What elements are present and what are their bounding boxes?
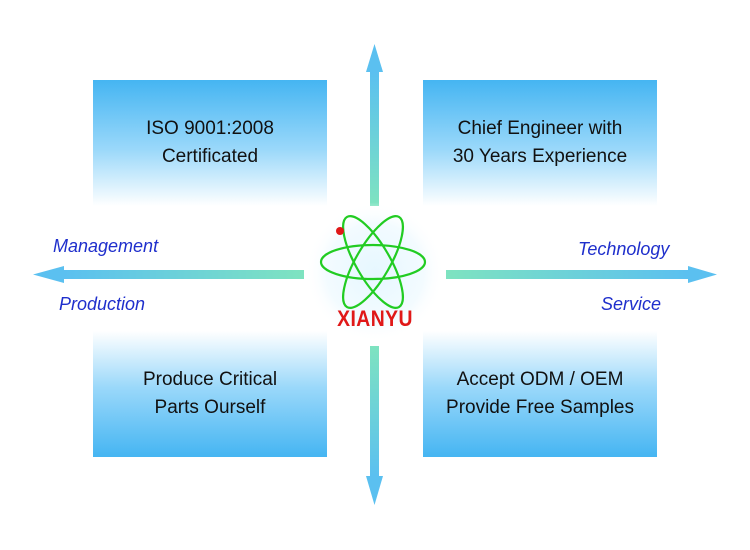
arrow-left [33,266,304,283]
label-production: Production [59,294,146,314]
box-produce-parts: Produce Critical Parts Ourself [93,331,327,457]
box-iso-certification: ISO 9001:2008 Certificated [93,80,327,206]
brand-logo-text: XIANYU [337,306,413,331]
arrow-up [366,44,383,206]
box-line-1: Accept ODM / OEM [456,369,624,390]
box-line-1: Chief Engineer with [457,118,623,139]
box-line-2: 30 Years Experience [452,146,628,167]
arrow-down [366,346,383,505]
arrow-right [446,266,717,283]
box-odm-oem: Accept ODM / OEM Provide Free Samples [423,331,657,457]
box-line-2: Parts Ourself [154,397,266,418]
label-technology: Technology [578,239,670,259]
box-line-2: Certificated [161,146,259,167]
label-service: Service [601,294,662,314]
label-management: Management [53,236,159,256]
box-line-2: Provide Free Samples [446,397,634,418]
box-line-1: ISO 9001:2008 [146,118,274,139]
box-chief-engineer: Chief Engineer with 30 Years Experience [423,80,657,206]
atom-icon [319,215,427,309]
center-glow [305,202,445,342]
box-line-1: Produce Critical [142,369,278,390]
electron-dot [336,227,344,235]
